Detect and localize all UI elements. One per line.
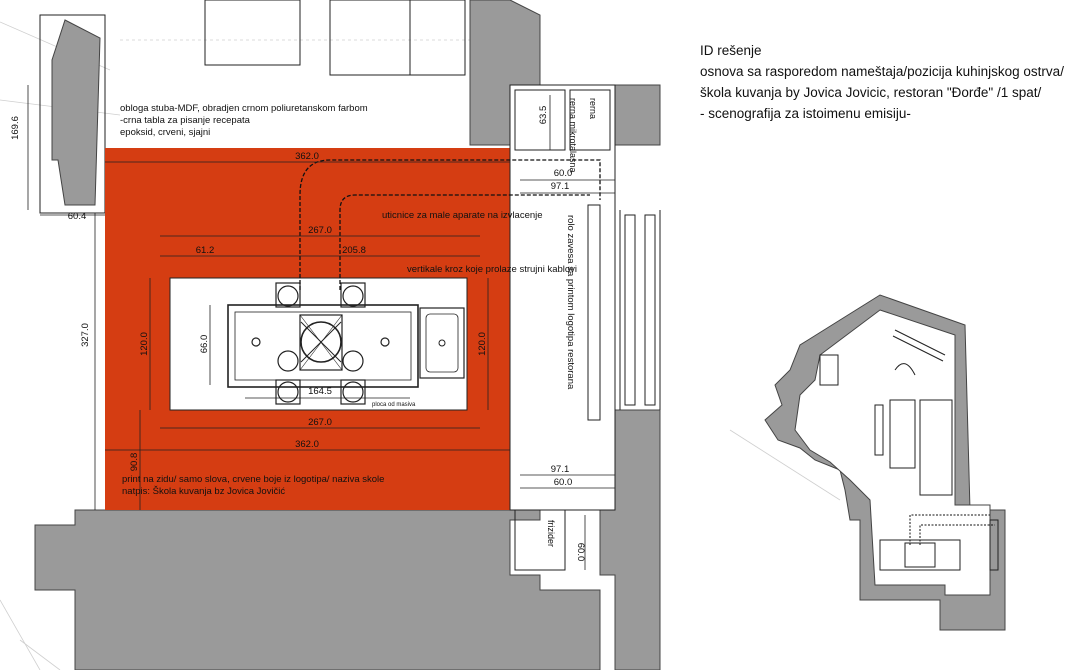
- dim-60-fridge: 60.0: [575, 543, 586, 562]
- title-line-3: škola kuvanja by Jovica Jovicic, restora…: [700, 85, 1042, 100]
- title-block: ID rešenje osnova sa rasporedom nameštaj…: [700, 40, 1070, 124]
- right-room: [509, 84, 661, 571]
- note-chalkboard: -crna tabla za pisanje recepata: [120, 115, 251, 126]
- dim-267-bottom: 267.0: [308, 417, 332, 428]
- kitchen-island: [169, 277, 468, 411]
- dim-90-8: 90.8: [129, 453, 140, 472]
- note-column-cladding: obloga stuba-MDF, obradjen crnom poliure…: [120, 103, 368, 114]
- top-furniture: [204, 0, 466, 76]
- dimension-labels: 169.6 60.4 327.0 362.0 267.0 61.2 205.8 …: [10, 106, 586, 562]
- dim-97-1-top: 97.1: [551, 181, 570, 192]
- dim-63-5: 63.5: [538, 106, 549, 125]
- dim-61-2: 61.2: [196, 245, 215, 256]
- dim-120-left: 120.0: [139, 332, 150, 356]
- key-plan: [764, 294, 1006, 631]
- title-line-1: ID rešenje: [700, 43, 762, 58]
- dim-169-6: 169.6: [10, 116, 21, 140]
- dim-362-top: 362.0: [295, 151, 319, 162]
- dimension-lines: [27, 85, 615, 570]
- dim-120-right: 120.0: [477, 332, 488, 356]
- note-print-wall: print na zidu/ samo slova, crvene boje i…: [122, 474, 384, 485]
- column-frame: [39, 14, 106, 214]
- note-sockets: uticnice za male aparate na izvlacenje: [382, 210, 543, 221]
- dim-97-1-bottom: 97.1: [551, 464, 570, 475]
- dim-60-bottom: 60.0: [554, 477, 573, 488]
- dim-362-bottom: 362.0: [295, 439, 319, 450]
- title-line-4: - scenografija za istoimenu emisiju-: [700, 106, 911, 121]
- note-blind: rolo zavesa sa printom logotipa restoran…: [565, 215, 576, 390]
- label-shelf: rerna: [588, 98, 598, 119]
- annotations: obloga stuba-MDF, obradjen crnom poliure…: [120, 98, 598, 547]
- dim-327: 327.0: [80, 323, 91, 347]
- dim-164-5: 164.5: [308, 386, 332, 397]
- title-line-2: osnova sa rasporedom nameštaja/pozicija …: [700, 64, 1064, 79]
- dim-66: 66.0: [199, 335, 210, 354]
- note-epoxy: epoksid, crveni, sjajni: [120, 127, 210, 138]
- cable-routes: [299, 159, 601, 290]
- label-fridge: frizider: [546, 520, 556, 547]
- note-verticals: vertikale kroz koje prolaze strujni kabl…: [407, 264, 577, 275]
- note-caption: natpis: Škola kuvanja bz Jovica Jovičić: [122, 486, 285, 497]
- dim-60-top: 60.0: [554, 168, 573, 179]
- dim-60-4: 60.4: [68, 211, 87, 222]
- label-oven: rerna mikrotalasna: [568, 98, 578, 173]
- note-hob-plate: ploca od masiva: [372, 402, 416, 408]
- dim-267-top: 267.0: [308, 225, 332, 236]
- dim-205-8: 205.8: [342, 245, 366, 256]
